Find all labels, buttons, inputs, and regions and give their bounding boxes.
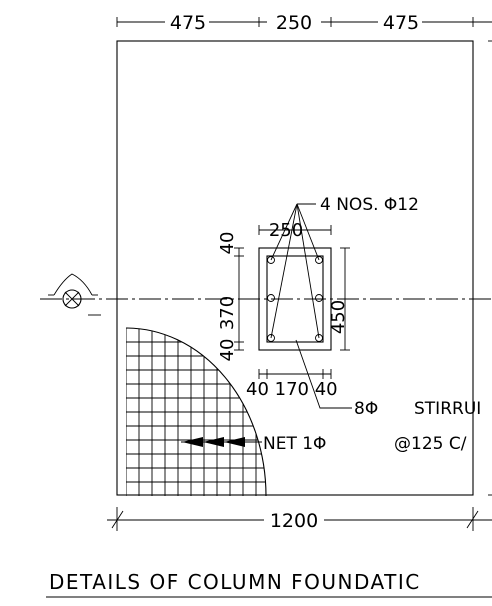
spacing-callout: @125 C/ <box>394 434 467 454</box>
left-dim-middle: 370 <box>217 296 238 330</box>
column-left-dims <box>234 247 244 351</box>
bottom-dim-label: 1200 <box>270 510 318 532</box>
bottom-cover-dims: 40 170 40 <box>246 379 338 400</box>
column-height-label: 450 <box>328 300 349 334</box>
left-dim-bottom: 40 <box>217 339 238 362</box>
mesh-reinforcement <box>125 327 267 497</box>
section-marker-icon <box>48 273 101 316</box>
top-dim-right: 475 <box>383 12 419 34</box>
column-width-dim <box>258 225 332 235</box>
stirrup-callout: 8Φ <box>354 399 378 419</box>
rebar-mid-right <box>315 294 323 302</box>
left-dim-top: 40 <box>217 232 238 255</box>
top-dim-middle: 250 <box>276 12 312 34</box>
net-callout: NET 1Φ <box>263 434 326 454</box>
column-width-label: 250 <box>269 220 303 241</box>
net-leader <box>181 437 262 447</box>
rebar-mid-left <box>267 294 275 302</box>
bar-leader-lines <box>270 203 320 339</box>
rebar-top-right <box>315 256 323 264</box>
bottom-dimension-line <box>107 507 492 531</box>
stirrup-word: STIRRUI <box>414 399 481 419</box>
column-height-dim <box>340 247 350 351</box>
column-section <box>258 247 332 351</box>
rebar-top-left <box>267 256 275 264</box>
footing-outline <box>116 40 474 496</box>
drawing-title: DETAILS OF COLUMN FOUNDATIC <box>49 570 421 594</box>
top-dim-left: 475 <box>170 12 206 34</box>
rebar-bottom-left <box>267 334 275 342</box>
bar-callout: 4 NOS. Φ12 <box>320 195 419 215</box>
top-dimension-line <box>116 12 492 32</box>
rebar-bottom-right <box>315 334 323 342</box>
stirrup-leader <box>295 339 352 409</box>
column-bottom-dims <box>258 369 332 379</box>
